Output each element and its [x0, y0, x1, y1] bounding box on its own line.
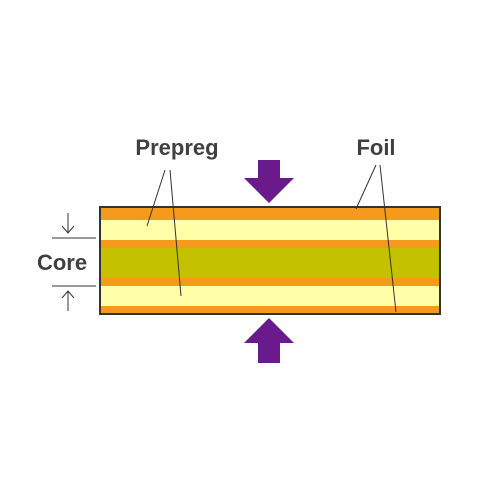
foil-leader-bottom	[379, 164, 397, 313]
stackup-outline	[99, 206, 441, 315]
stackup	[99, 206, 441, 315]
foil-layer-top	[100, 207, 440, 220]
core-layer	[100, 248, 440, 278]
prepreg-leader-bottom	[169, 169, 182, 297]
foil-label: Foil	[356, 135, 395, 160]
prepreg-layer-bottom	[100, 286, 440, 306]
thin-up-arrow-icon	[61, 290, 75, 311]
core-copper-top	[100, 240, 440, 248]
thin-down-arrow-icon	[61, 213, 75, 234]
prepreg-label: Prepreg	[135, 135, 218, 160]
core-label: Core	[37, 250, 87, 275]
core-copper-bottom	[100, 278, 440, 286]
prepreg-layer-top	[100, 220, 440, 240]
foil-layer-bottom	[100, 306, 440, 314]
down-arrow-icon	[244, 160, 294, 203]
up-arrow-icon	[244, 318, 294, 363]
leader-lines	[146, 164, 397, 313]
core-dimension	[52, 213, 96, 311]
foil-leader-top	[355, 164, 377, 210]
prepreg-leader-top	[146, 169, 166, 227]
